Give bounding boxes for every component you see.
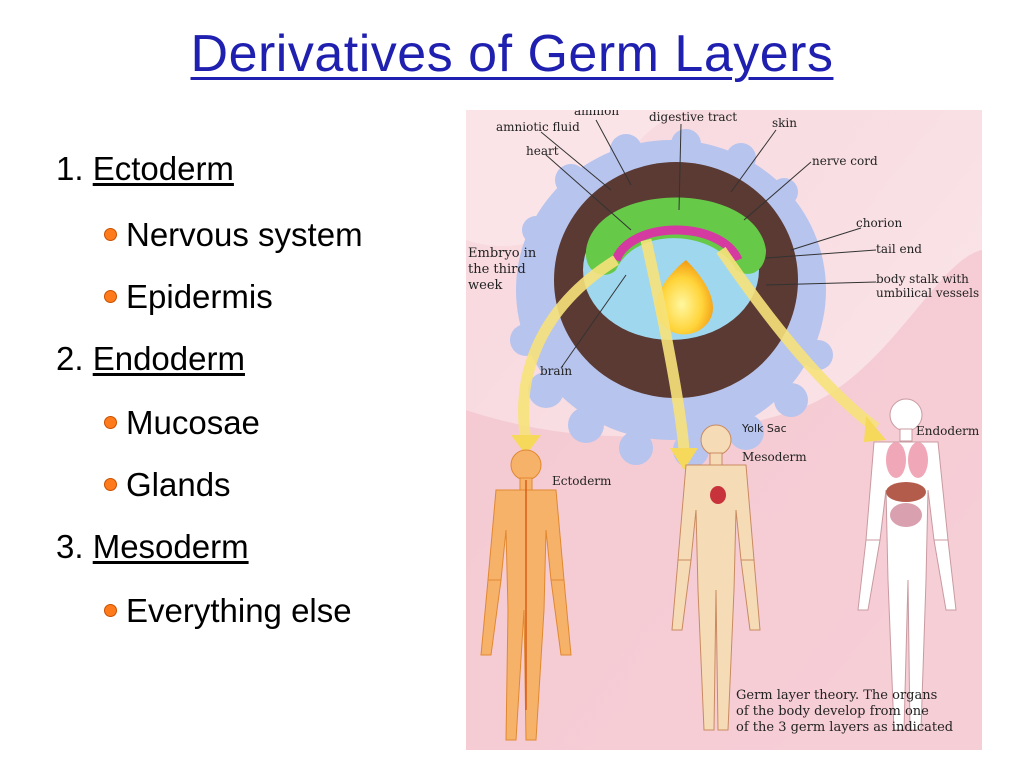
outline-number: 3. xyxy=(56,528,84,565)
embryo-body xyxy=(585,197,766,275)
caption-line3: of the 3 germ layers as indicated xyxy=(736,720,954,735)
caption-line1: Germ layer theory. The organs xyxy=(736,688,938,703)
slide-title: Derivatives of Germ Layers xyxy=(190,25,834,83)
label-embryo: Embryo in the third week xyxy=(468,246,536,294)
sub-item: Everything else xyxy=(104,592,352,630)
label-embryo-line2: the third xyxy=(468,262,526,277)
arrow-head xyxy=(511,435,541,455)
label-endoderm: Endoderm xyxy=(916,424,980,438)
label-yolk-sac: Yolk Sac xyxy=(742,422,787,435)
outline-term: Ectoderm xyxy=(92,150,234,187)
label-amniotic-fluid: amniotic fluid xyxy=(496,120,580,134)
caption-line2: of the body develop from one xyxy=(736,704,929,719)
sub-item-label: Epidermis xyxy=(126,278,273,315)
label-ectoderm: Ectoderm xyxy=(552,474,612,488)
sub-item: Nervous system xyxy=(104,216,363,254)
outline-item-mesoderm: 3. Mesoderm xyxy=(56,528,249,566)
arrow-head xyxy=(864,416,886,442)
label-body-stalk: body stalk with umbilical vessels xyxy=(876,272,979,300)
arrow-ectoderm xyxy=(518,255,619,441)
label-embryo-line1: Embryo in xyxy=(468,246,537,261)
heart-organ xyxy=(710,486,726,504)
mesoderm-body xyxy=(671,424,761,731)
arrow-endoderm xyxy=(716,246,880,433)
figure-caption: Germ layer theory. The organs of the bod… xyxy=(736,688,982,736)
bullet-icon xyxy=(104,477,117,491)
label-tail-end: tail end xyxy=(876,242,922,256)
sub-item-label: Everything else xyxy=(126,592,352,629)
sub-item-label: Glands xyxy=(126,466,231,503)
endoderm-body xyxy=(857,398,957,731)
outline-item-endoderm: 2. Endoderm xyxy=(56,340,245,378)
outline-term: Endoderm xyxy=(92,340,245,377)
arrow-mesoderm xyxy=(640,238,690,451)
label-embryo-line3: week xyxy=(468,278,503,293)
label-skin: skin xyxy=(772,116,797,130)
yolk-sac xyxy=(656,260,714,335)
bullet-icon xyxy=(104,289,117,303)
germ-layer-illustration: amnion digestive tract amniotic fluid sk… xyxy=(466,110,982,750)
label-digestive-tract: digestive tract xyxy=(649,110,738,124)
outline-number: 2. xyxy=(56,340,84,377)
sub-item-label: Nervous system xyxy=(126,216,363,253)
leader-lines xyxy=(540,119,877,369)
bullet-icon xyxy=(104,227,117,241)
outline-item-ectoderm: 1. Ectoderm xyxy=(56,150,234,188)
germ-layer-drawing xyxy=(466,110,982,750)
arrow-head xyxy=(670,448,698,470)
outline-number: 1. xyxy=(56,150,84,187)
endoderm-organs xyxy=(886,442,928,527)
sub-item: Epidermis xyxy=(104,278,273,316)
digestive-tract xyxy=(611,225,743,263)
label-nerve-cord: nerve cord xyxy=(812,154,878,168)
label-body-stalk-line2: umbilical vessels xyxy=(876,286,980,300)
label-chorion: chorion xyxy=(856,216,903,230)
label-brain: brain xyxy=(540,364,573,378)
bullet-icon xyxy=(104,415,117,429)
outline-term: Mesoderm xyxy=(92,528,249,565)
sub-item: Glands xyxy=(104,466,231,504)
bullet-icon xyxy=(104,603,117,617)
sub-item-label: Mucosae xyxy=(126,404,260,441)
label-mesoderm: Mesoderm xyxy=(742,450,807,464)
label-heart: heart xyxy=(526,144,559,158)
label-body-stalk-line1: body stalk with xyxy=(876,272,969,286)
label-amnion: amnion xyxy=(574,110,620,118)
sub-item: Mucosae xyxy=(104,404,260,442)
